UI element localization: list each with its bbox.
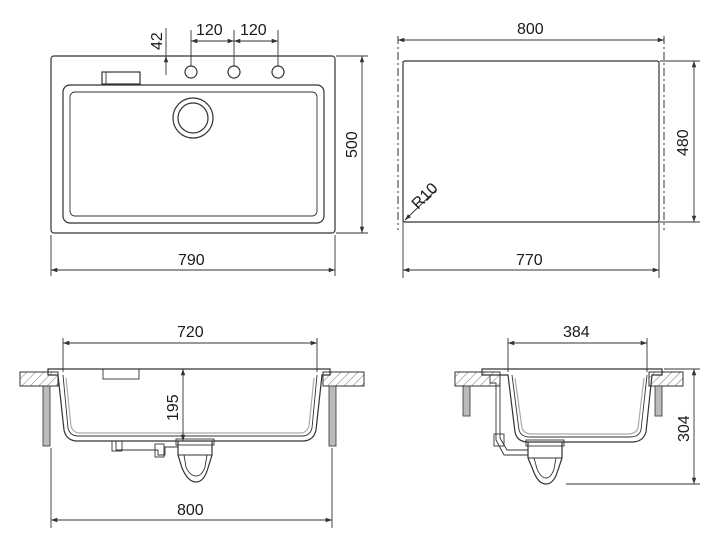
sink-bowl-outline (62, 84, 325, 224)
side-cabinet-wall-right (654, 385, 663, 417)
cutout-dim-770-label: 770 (516, 252, 543, 269)
sink-body-section (47, 368, 331, 442)
worktop-left (19, 371, 59, 387)
tap-hole-2 (227, 65, 241, 79)
front-dim-720-label: 720 (177, 324, 204, 341)
side-drain-trap (527, 442, 563, 485)
sink-bowl-inner-outline (69, 91, 318, 217)
cutout-view: 800 480 R10 770 (397, 21, 700, 278)
dim-120-right-label: 120 (240, 22, 267, 39)
cutout-dim-800-label: 800 (517, 21, 544, 38)
overflow-pipe (115, 441, 178, 456)
front-section-view: 720 195 800 (19, 324, 365, 528)
side-cabinet-wall-left (462, 385, 471, 417)
overflow-box (102, 368, 140, 380)
overflow-slot (101, 71, 141, 85)
cutout-dim-480-label: 480 (675, 129, 692, 156)
radius-r10-label: R10 (409, 180, 442, 213)
drain-inner-ring (177, 102, 209, 134)
side-section-view: 384 304 (454, 324, 700, 485)
sink-outer-outline (50, 55, 336, 234)
drain-trap (177, 441, 213, 483)
side-dim-384-label: 384 (563, 324, 590, 341)
top-view: 42 120 120 500 790 (50, 22, 368, 276)
cabinet-wall-left (42, 385, 51, 447)
dim-120-left-label: 120 (196, 22, 223, 39)
dim-500-label: 500 (344, 131, 361, 158)
side-sink-body-section (481, 368, 663, 443)
dim-42-label: 42 (149, 32, 166, 50)
side-dim-304-label: 304 (676, 415, 693, 442)
front-dim-195-label: 195 (165, 394, 182, 421)
side-worktop-left (454, 371, 501, 387)
tap-hole-1 (184, 65, 198, 79)
cabinet-wall-right (328, 385, 337, 447)
side-worktop-right (648, 371, 684, 387)
dim-790-label: 790 (178, 252, 205, 269)
tap-hole-3 (271, 65, 285, 79)
drain-outer-ring (172, 97, 214, 139)
worktop-right (322, 371, 365, 387)
cutout-outline (402, 60, 660, 223)
front-dim-800-label: 800 (177, 502, 204, 519)
side-overflow-pipe (489, 375, 528, 456)
